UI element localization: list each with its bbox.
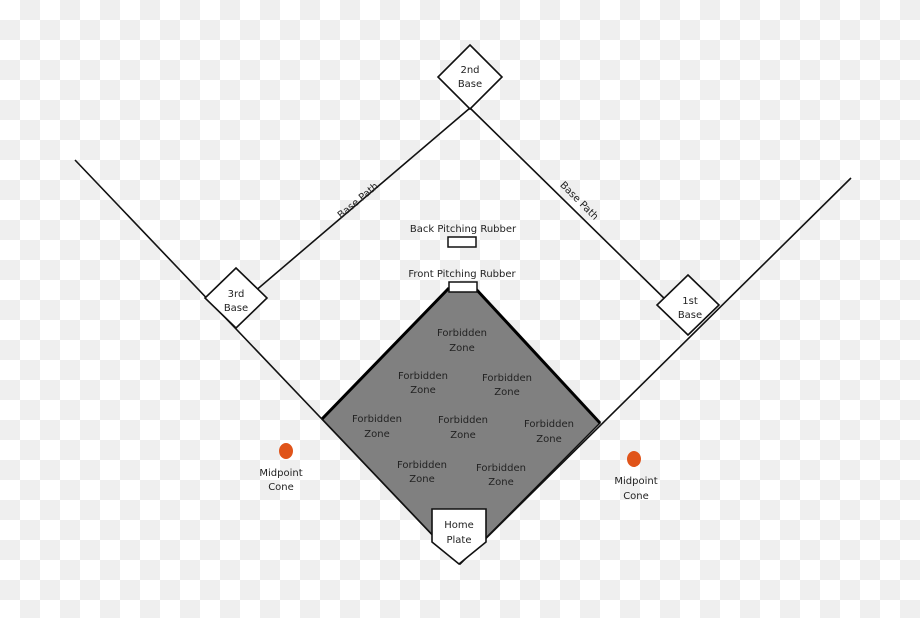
front-pitching-rubber-label: Front Pitching Rubber [408,269,516,280]
midpoint-cone-left-label-2: Cone [268,482,294,493]
forbidden-zone-3: Forbidden Zone [482,373,532,398]
forbidden-zone-6-line-1: Forbidden [524,419,574,430]
forbidden-zone-8: Forbidden Zone [476,463,526,488]
forbidden-zone-edge-right [473,286,602,425]
base-path-third-to-second [253,107,471,293]
forbidden-zone-7-line-1: Forbidden [397,460,447,471]
forbidden-zone-edge-left [320,286,451,421]
left-foul-line [74,159,461,565]
cone-right-icon [627,451,641,467]
right-foul-line [459,177,852,565]
forbidden-zone-4-line-1: Forbidden [352,414,402,425]
midpoint-cone-left: Midpoint Cone [259,443,303,493]
forbidden-zone-4: Forbidden Zone [352,414,402,440]
forbidden-zone-6-line-2: Zone [536,434,561,445]
home-plate: Home Plate [431,508,487,566]
second-base-label-1: 2nd [460,65,479,76]
midpoint-cone-right: Midpoint Cone [614,451,658,502]
second-base: 2nd Base [436,43,504,111]
home-plate-label-2: Plate [446,535,471,546]
forbidden-zone-8-line-1: Forbidden [476,463,526,474]
forbidden-zone-4-line-2: Zone [364,429,389,440]
third-base-label-1: 3rd [228,289,245,300]
first-base-label-2: Base [678,310,702,321]
forbidden-zone-1-line-2: Zone [449,343,474,354]
forbidden-zone-7: Forbidden Zone [397,460,447,485]
midpoint-cone-right-label-2: Cone [623,491,649,502]
first-base: 1st Base [655,273,721,337]
forbidden-zone-7-line-2: Zone [409,474,434,485]
midpoint-cone-left-label-1: Midpoint [259,468,302,479]
third-base-label-2: Base [224,303,248,314]
midpoint-cone-right-label-1: Midpoint [614,476,657,487]
forbidden-zone-2-line-1: Forbidden [398,371,448,382]
back-pitching-rubber [447,236,477,248]
forbidden-zone-8-line-2: Zone [488,477,513,488]
forbidden-zone-3-line-2: Zone [494,387,519,398]
forbidden-zone-2-line-2: Zone [410,385,435,396]
forbidden-zone-5-line-1: Forbidden [438,415,488,426]
cone-left-icon [279,443,293,459]
front-pitching-rubber [448,281,478,293]
home-plate-label-1: Home [444,520,474,531]
forbidden-zone-1: Forbidden Zone [437,328,487,354]
forbidden-zone-6: Forbidden Zone [524,419,574,445]
back-pitching-rubber-label: Back Pitching Rubber [410,224,517,235]
second-base-label-2: Base [458,79,482,90]
base-path-label-left: Base Path [336,181,381,221]
base-path-second-to-first [469,107,673,307]
base-path-label-right: Base Path [557,180,600,223]
third-base: 3rd Base [203,266,269,330]
forbidden-zone-2: Forbidden Zone [398,371,448,396]
forbidden-zone-5: Forbidden Zone [438,415,488,441]
forbidden-zone-1-line-1: Forbidden [437,328,487,339]
first-base-label-1: 1st [682,296,698,307]
forbidden-zone-5-line-2: Zone [450,430,475,441]
forbidden-zone-3-line-1: Forbidden [482,373,532,384]
